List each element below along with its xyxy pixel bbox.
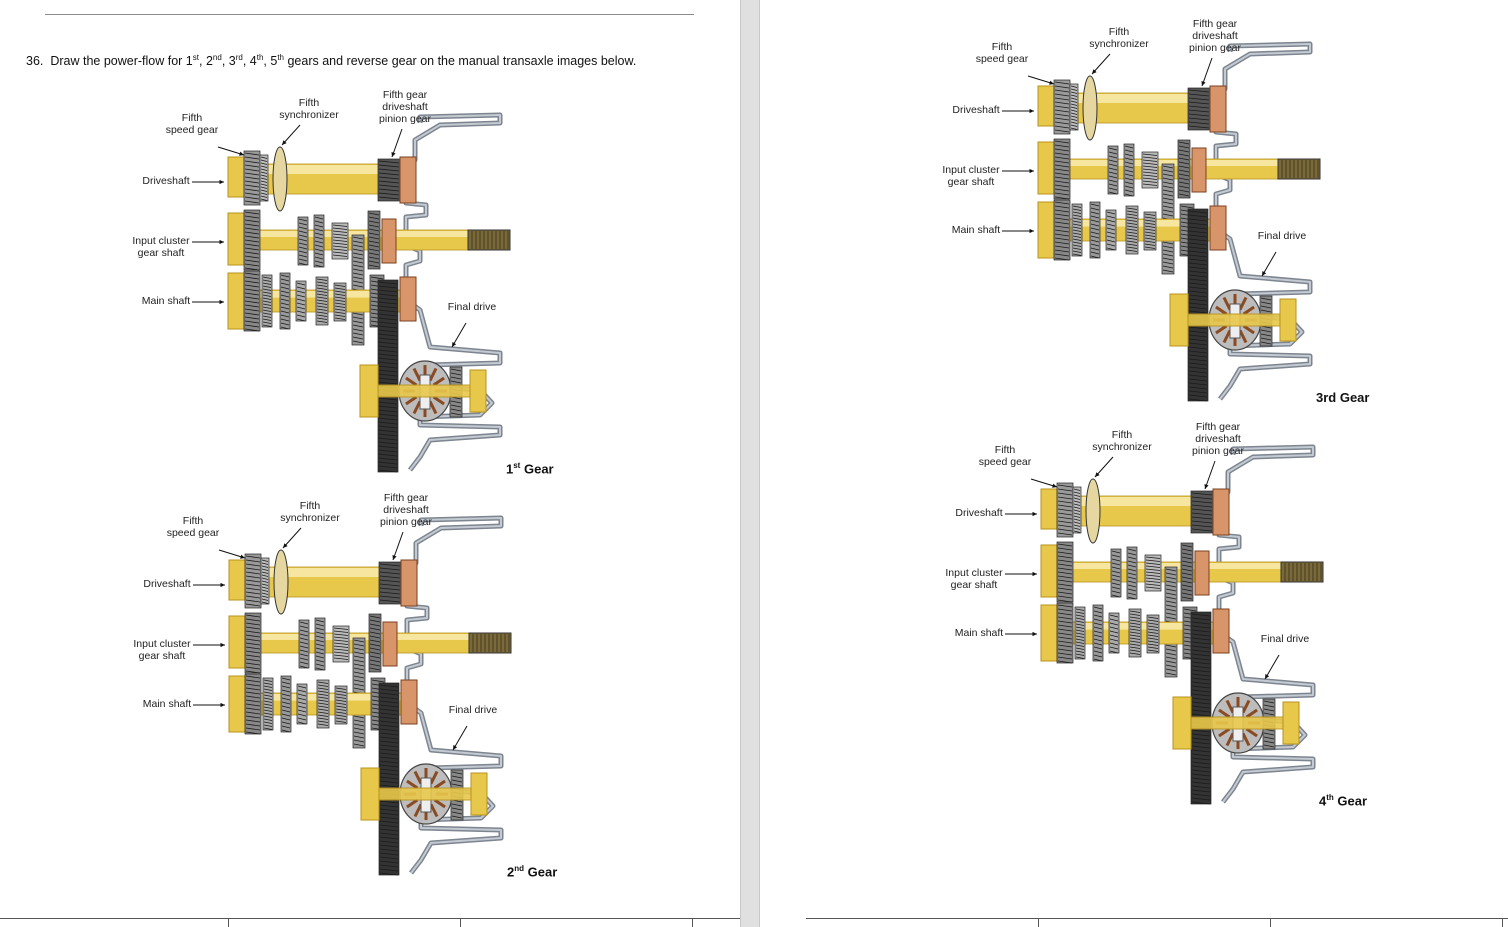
fifth-speed-gear-label: Fifth speed gear [166,515,220,539]
driveshaft-label: Driveshaft [952,104,1000,116]
transaxle-diagram-fourth: Fifth speed gear Fifth synchronizer Fifth … [933,417,1367,817]
transaxle-drawing [192,112,511,473]
driveshaft-label: Driveshaft [955,507,1003,519]
input-cluster-label: Input cluster gear shaft [942,164,1000,188]
transaxle-diagram-third: Fifth speed gear Fifth synchronizer Fifth … [930,14,1369,414]
page-gutter [740,0,760,927]
final-drive-label: Final drive [1260,633,1310,645]
footer-cell [692,919,693,927]
footer-cell [1038,919,1039,927]
input-cluster-label: Input cluster gear shaft [945,567,1003,591]
main-shaft-label: Main shaft [954,627,1004,639]
final-drive-label: Final drive [1257,230,1307,242]
gear-caption: 3rd Gear [1316,390,1370,405]
transaxle-diagram-first: Fifth speed gear Fifth synchronizer Fifth … [120,85,553,485]
transaxle-drawing [1002,41,1321,402]
transaxle-diagram-second: Fifth speed gear Fifth synchronizer Fifth … [121,488,557,888]
fifth-synchronizer-label: Fifth synchronizer [280,500,340,524]
fifth-synchronizer-label: Fifth synchronizer [1089,26,1149,50]
fifth-speed-gear-label: Fifth speed gear [165,112,219,136]
fifth-synchronizer-label: Fifth synchronizer [1092,429,1152,453]
footer-cell [1270,919,1271,927]
gear-caption: 1st Gear [506,461,554,477]
main-shaft-label: Main shaft [142,698,192,710]
header-rule [45,14,694,15]
fifth-speed-gear-label: Fifth speed gear [978,444,1032,468]
page-footer [806,918,1508,927]
footer-cell [460,919,461,927]
fifth-gear-pinion-label: Fifth gear driveshaft pinion gear [1189,18,1241,54]
fifth-gear-pinion-label: Fifth gear driveshaft pinion gear [379,89,431,125]
fifth-gear-pinion-label: Fifth gear driveshaft pinion gear [1192,421,1244,457]
fifth-speed-gear-label: Fifth speed gear [975,41,1029,65]
gear-caption: 2nd Gear [507,864,558,880]
driveshaft-label: Driveshaft [142,175,190,187]
fifth-gear-pinion-label: Fifth gear driveshaft pinion gear [380,492,432,528]
document-page-left: 36. Draw the power-flow for 1st, 2nd, 3r… [0,0,740,927]
fifth-synchronizer-label: Fifth synchronizer [279,97,339,121]
transaxle-drawing [1005,444,1324,805]
final-drive-label: Final drive [447,301,497,313]
question-text: 36. Draw the power-flow for 1st, 2nd, 3r… [26,53,637,69]
page-footer [0,918,740,927]
driveshaft-label: Driveshaft [143,578,191,590]
final-drive-label: Final drive [448,704,498,716]
transaxle-drawing [193,515,512,876]
footer-cell [228,919,229,927]
footer-cell [1502,919,1503,927]
gear-caption: 4th Gear [1319,793,1368,809]
input-cluster-label: Input cluster gear shaft [133,638,191,662]
input-cluster-label: Input cluster gear shaft [132,235,190,259]
main-shaft-label: Main shaft [951,224,1001,236]
main-shaft-label: Main shaft [141,295,191,307]
